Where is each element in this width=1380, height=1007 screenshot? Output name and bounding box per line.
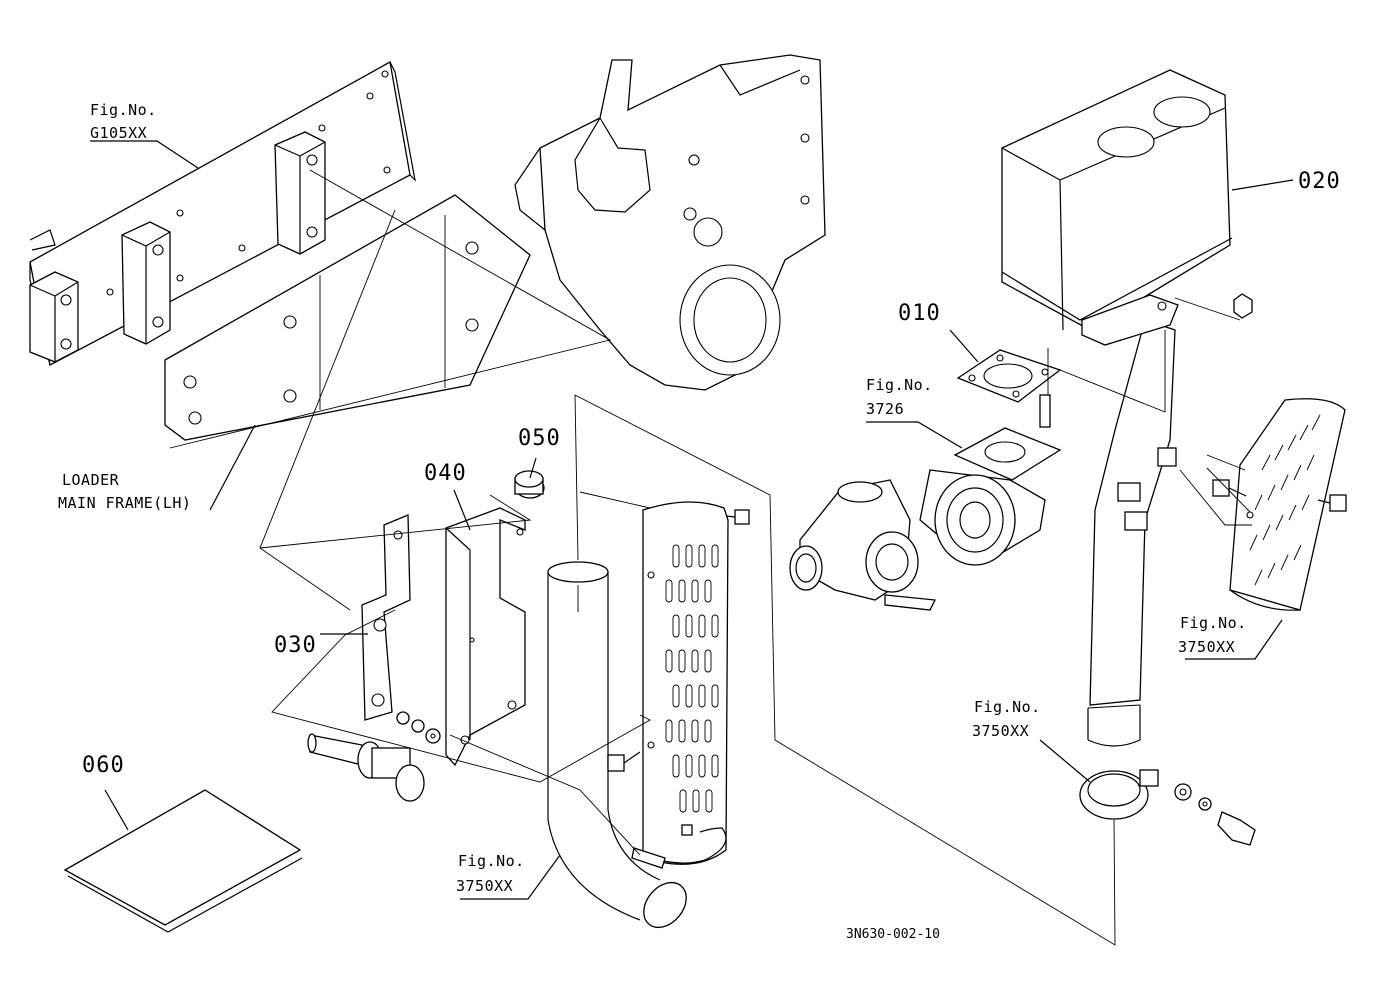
frame-block <box>121 221 171 345</box>
mounting-bolt <box>307 711 441 802</box>
drawing-code: 3N630-002-10 <box>846 927 940 942</box>
part-number-050: 050 <box>518 426 561 451</box>
assembly-lines <box>169 169 1166 946</box>
frame-block <box>274 131 326 255</box>
fig-label-pipe: Fig.No. <box>458 852 525 870</box>
bolt-050 <box>514 470 545 499</box>
exhaust-clamp <box>1079 769 1256 846</box>
heat-cover-right <box>1212 398 1347 611</box>
fig-ref-turbo: 3726 <box>866 400 904 418</box>
loader-label-line1: LOADER <box>62 471 120 489</box>
tail-pipe <box>547 561 687 929</box>
band-clamp <box>631 824 727 869</box>
part-number-010: 010 <box>898 301 941 326</box>
fig-label-frame: Fig.No. <box>90 101 157 119</box>
muffler-020 <box>1001 69 1253 747</box>
gasket-010 <box>956 349 1062 428</box>
bracket-030 <box>361 514 411 721</box>
label-leaders <box>90 140 1294 900</box>
fig-ref-pipe: 3750XX <box>456 877 513 895</box>
part-number-040: 040 <box>424 461 467 486</box>
loader-label-line2: MAIN FRAME(LH) <box>58 494 191 512</box>
fig-label-turbo: Fig.No. <box>866 376 933 394</box>
part-number-060: 060 <box>82 753 125 778</box>
fig-ref-clamp: 3750XX <box>972 722 1029 740</box>
turbocharger <box>789 427 1062 611</box>
part-number-030: 030 <box>274 633 317 658</box>
frame-block <box>29 271 79 363</box>
fig-label-cover: Fig.No. <box>1180 614 1247 632</box>
heat-cover-center <box>607 501 750 865</box>
fig-ref-cover: 3750XX <box>1178 638 1235 656</box>
bracket-040 <box>445 507 526 767</box>
loader-main-frame <box>29 54 826 441</box>
fig-label-clamp: Fig.No. <box>974 698 1041 716</box>
instruction-sheet-060 <box>63 789 303 933</box>
labels: Fig.No. G105XX LOADER MAIN FRAME(LH) 020… <box>58 101 1341 942</box>
fig-ref-frame: G105XX <box>90 124 147 142</box>
part-number-020: 020 <box>1298 169 1341 194</box>
